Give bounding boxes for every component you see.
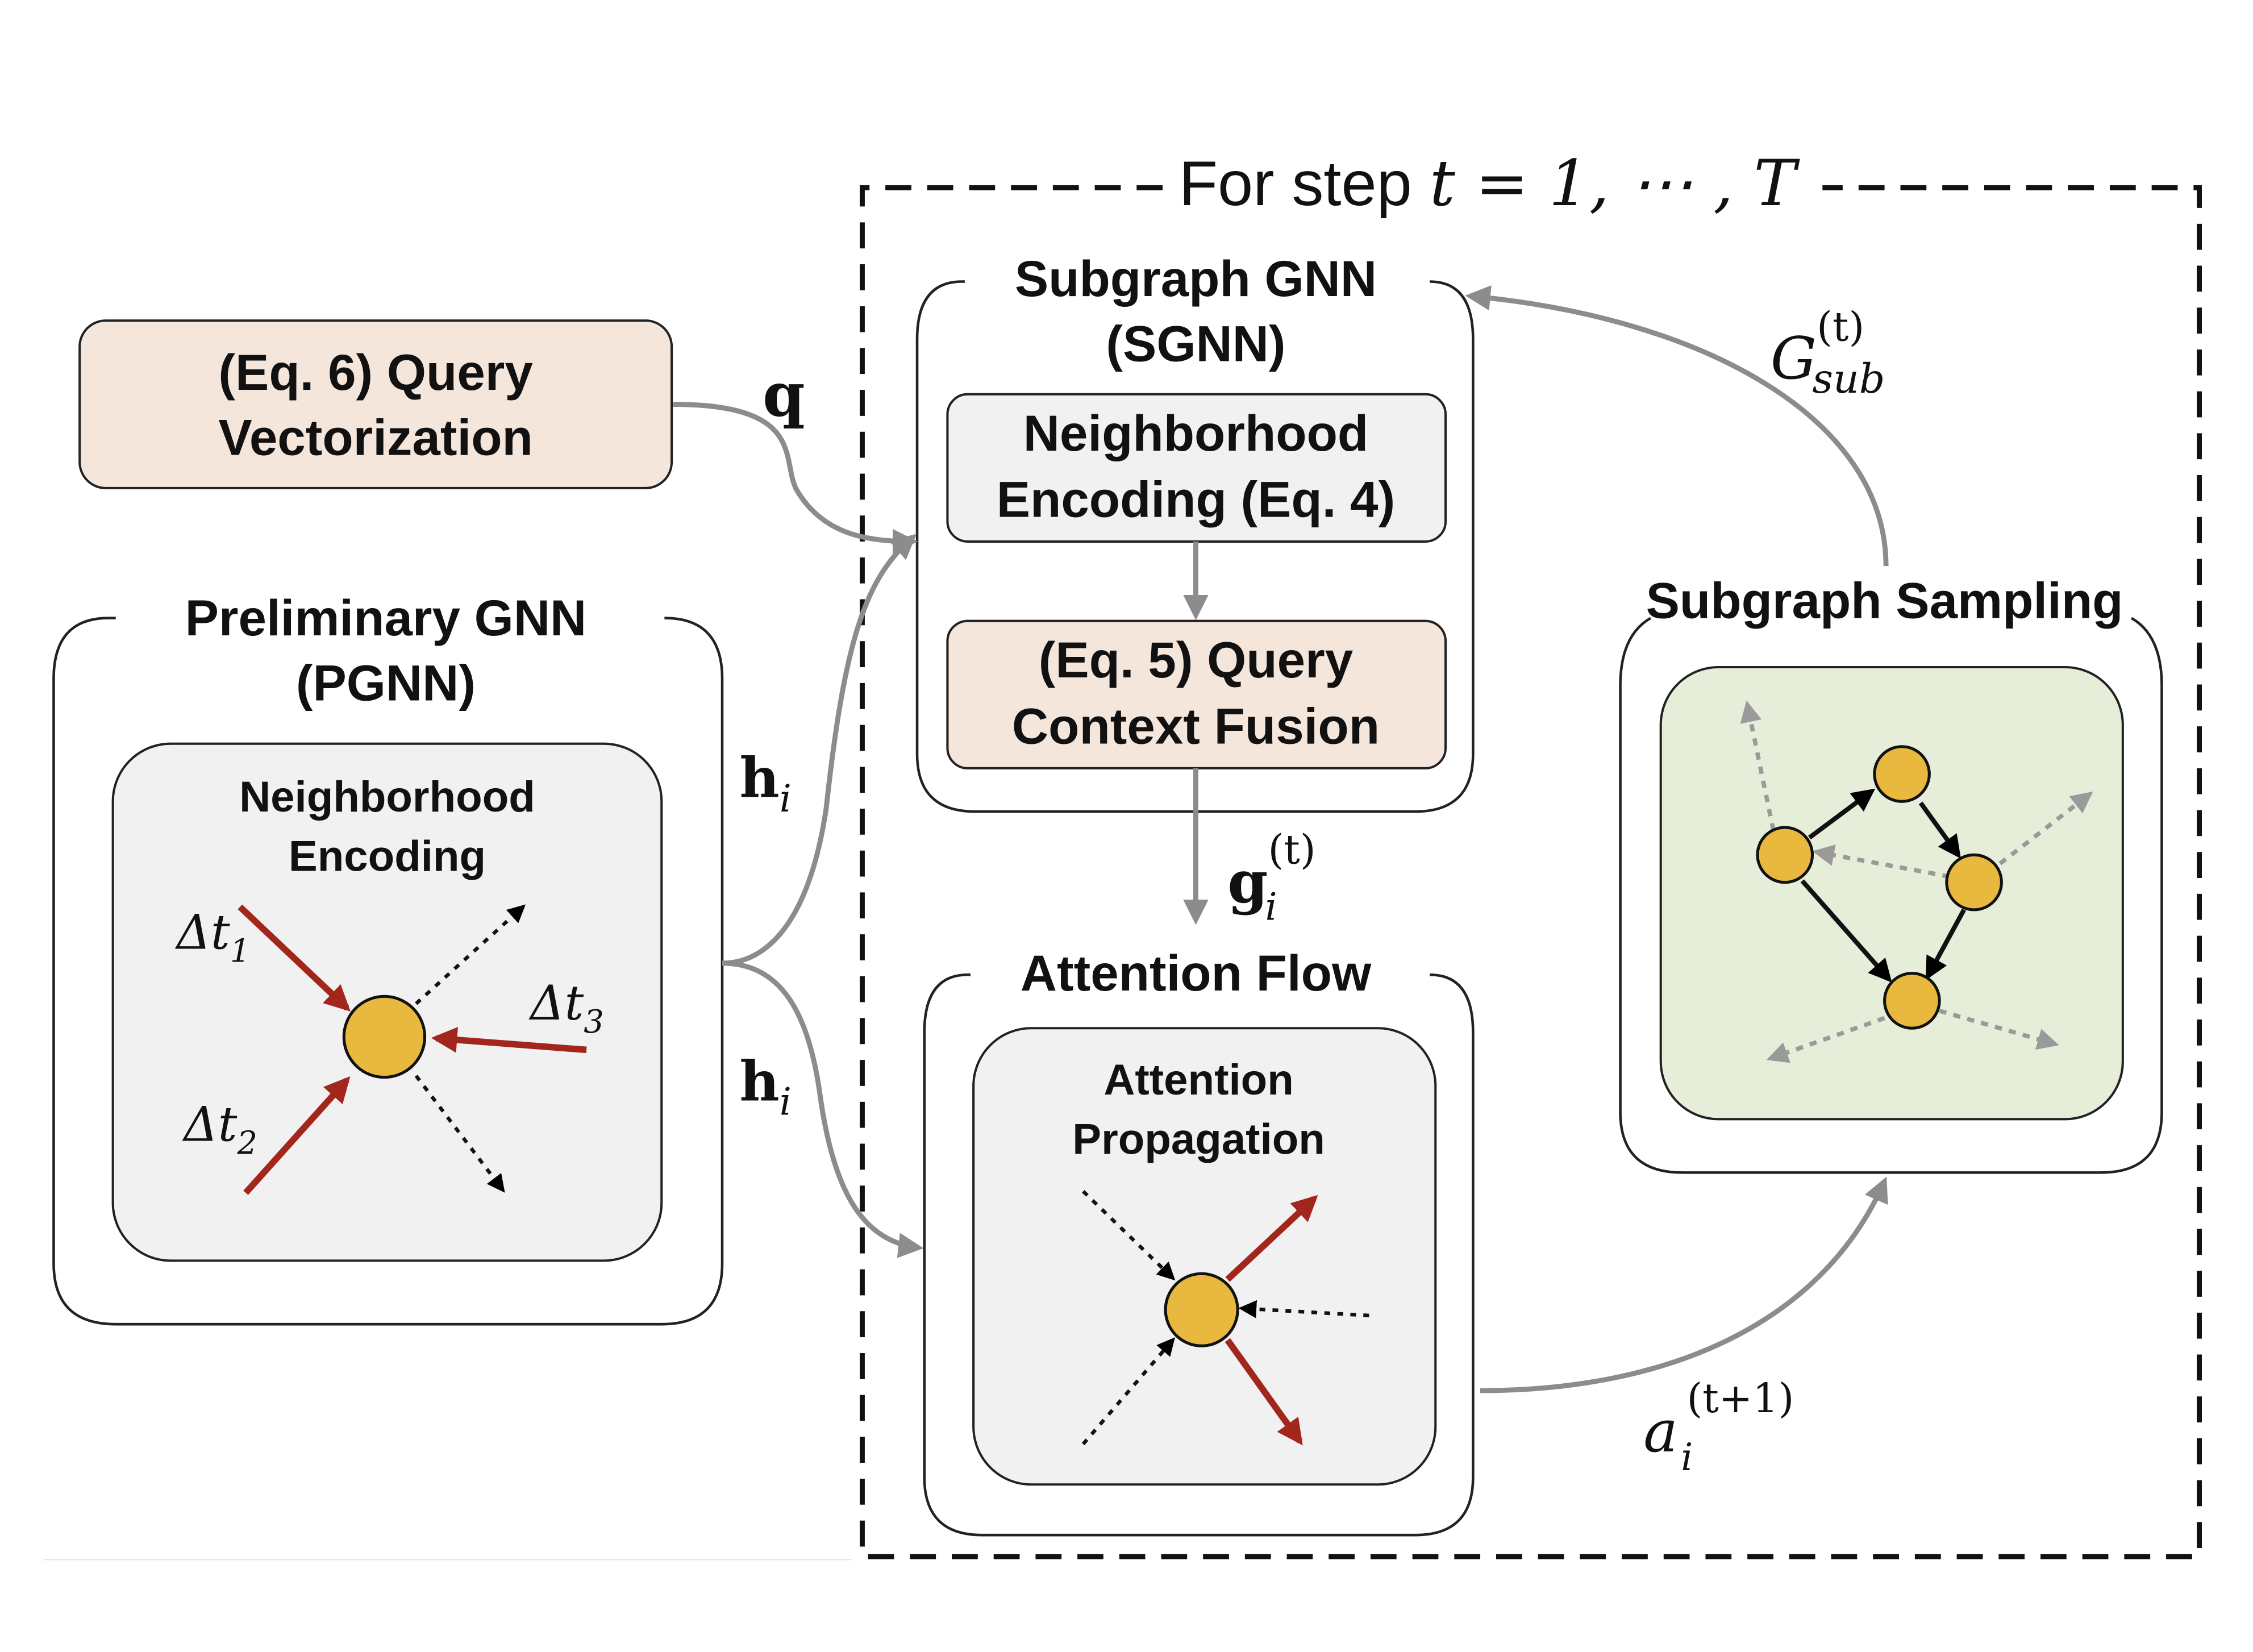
G-label-base: G (1771, 325, 1817, 392)
G-label-sub: sub (1813, 355, 1885, 402)
sample-node-right (1945, 853, 2003, 912)
pgnn-center-node (342, 994, 427, 1079)
pgnn-dotted-edge-2 (414, 1075, 505, 1193)
sample-edge-3 (1800, 879, 1892, 983)
sample-dotted-edge-5 (1939, 1009, 2059, 1050)
g-label-sup: (t) (1268, 826, 1316, 873)
subgraph-green-box (1659, 665, 2124, 1121)
attention-center-node (1164, 1272, 1239, 1347)
pgnn-inner-line1: Neighborhood (239, 773, 535, 821)
a-label-base: a (1643, 1398, 1678, 1465)
pgnn-red-edge-1 (238, 904, 351, 1012)
pgnn-to-attention-arrow (722, 960, 924, 1258)
loop-title: For step t = 1, ⋯ , T (1179, 147, 1800, 220)
sgnn-box2-line2: Context Fusion (1012, 698, 1380, 755)
pgnn-title2: (PGNN) (296, 654, 476, 711)
subgraph-sampling-module: Subgraph Sampling (1619, 572, 2163, 1174)
attention-to-sampling-arrow (1480, 1176, 1888, 1393)
q-label: q (763, 360, 805, 431)
query-vectorization-line2: Vectorization (218, 409, 532, 465)
query-vectorization-line1: (Eq. 6) Query (218, 344, 532, 401)
sample-edge-2 (1918, 801, 1961, 859)
query-vectorization-box: (Eq. 6) Query Vectorization (78, 319, 673, 489)
g-label-sub: i (1265, 885, 1277, 929)
attention-inner-box (972, 1027, 1437, 1486)
subgraph-sampling-title: Subgraph Sampling (1646, 572, 2123, 629)
pgnn-to-sgnn-arrow (722, 534, 917, 966)
sgnn-module: Subgraph GNN (SGNN) Neighborhood Encodin… (915, 250, 1475, 813)
sgnn-box2-line1: (Eq. 5) Query (1039, 631, 1353, 688)
sample-node-left (1756, 826, 1814, 884)
sample-edge-4 (1925, 908, 1966, 980)
h-label-lower: hi (739, 1048, 791, 1123)
attention-dotted-in-2 (1081, 1337, 1175, 1446)
sgnn-title1: Subgraph GNN (1015, 250, 1377, 307)
a-label-sub: i (1681, 1435, 1693, 1479)
pgnn-dotted-edge-1 (415, 904, 526, 1005)
sgnn-box1-line1: Neighborhood (1023, 405, 1369, 461)
sample-dotted-edge-1 (1740, 700, 1776, 831)
sampling-to-sgnn-arrow (1465, 285, 1889, 567)
sgnn-title2: (SGNN) (1106, 315, 1285, 372)
attention-red-out-1 (1225, 1195, 1318, 1282)
a-label-sup: (t+1) (1686, 1375, 1794, 1422)
pgnn-module: Preliminary GNN (PGNN) Neighborhood Enco… (52, 589, 724, 1326)
sample-node-top (1873, 745, 1931, 803)
pgnn-title1: Preliminary GNN (185, 589, 587, 646)
a-label: a i (t+1) (1643, 1375, 1794, 1479)
pgnn-red-edge-3 (431, 1027, 587, 1054)
attention-flow-module: Attention Flow Attention Propagation (923, 944, 1475, 1537)
pgnn-dt1-label: Δt1 (174, 904, 250, 969)
pgnn-red-edge-2 (243, 1076, 351, 1195)
attention-inner-line1: Attention (1103, 1056, 1293, 1104)
sample-node-bottom (1883, 972, 1941, 1030)
g-label-base: g (1227, 848, 1268, 916)
attention-red-out-2 (1225, 1338, 1303, 1446)
query-to-sgnn-arrow (673, 402, 918, 555)
pgnn-dt2-label: Δt2 (182, 1096, 257, 1162)
attention-dotted-in-3 (1238, 1300, 1369, 1318)
sample-dotted-edge-3 (1998, 791, 2093, 865)
sample-edge-1 (1808, 788, 1876, 840)
G-label-sup: (t) (1817, 303, 1864, 351)
pgnn-inner-line2: Encoding (289, 832, 486, 880)
loop-frame: For step t = 1, ⋯ , T (860, 147, 2202, 1559)
h-label-upper: hi (739, 746, 791, 821)
sample-dotted-edge-4 (1766, 1016, 1885, 1063)
attention-flow-title: Attention Flow (1021, 944, 1372, 1001)
g-label: g i (t) (1227, 826, 1315, 929)
G-sub-label: G sub (t) (1771, 303, 1885, 402)
attention-inner-line2: Propagation (1072, 1115, 1325, 1163)
pgnn-dt3-label: Δt3 (528, 975, 604, 1041)
sgnn-box1-line2: Encoding (Eq. 4) (997, 471, 1395, 528)
